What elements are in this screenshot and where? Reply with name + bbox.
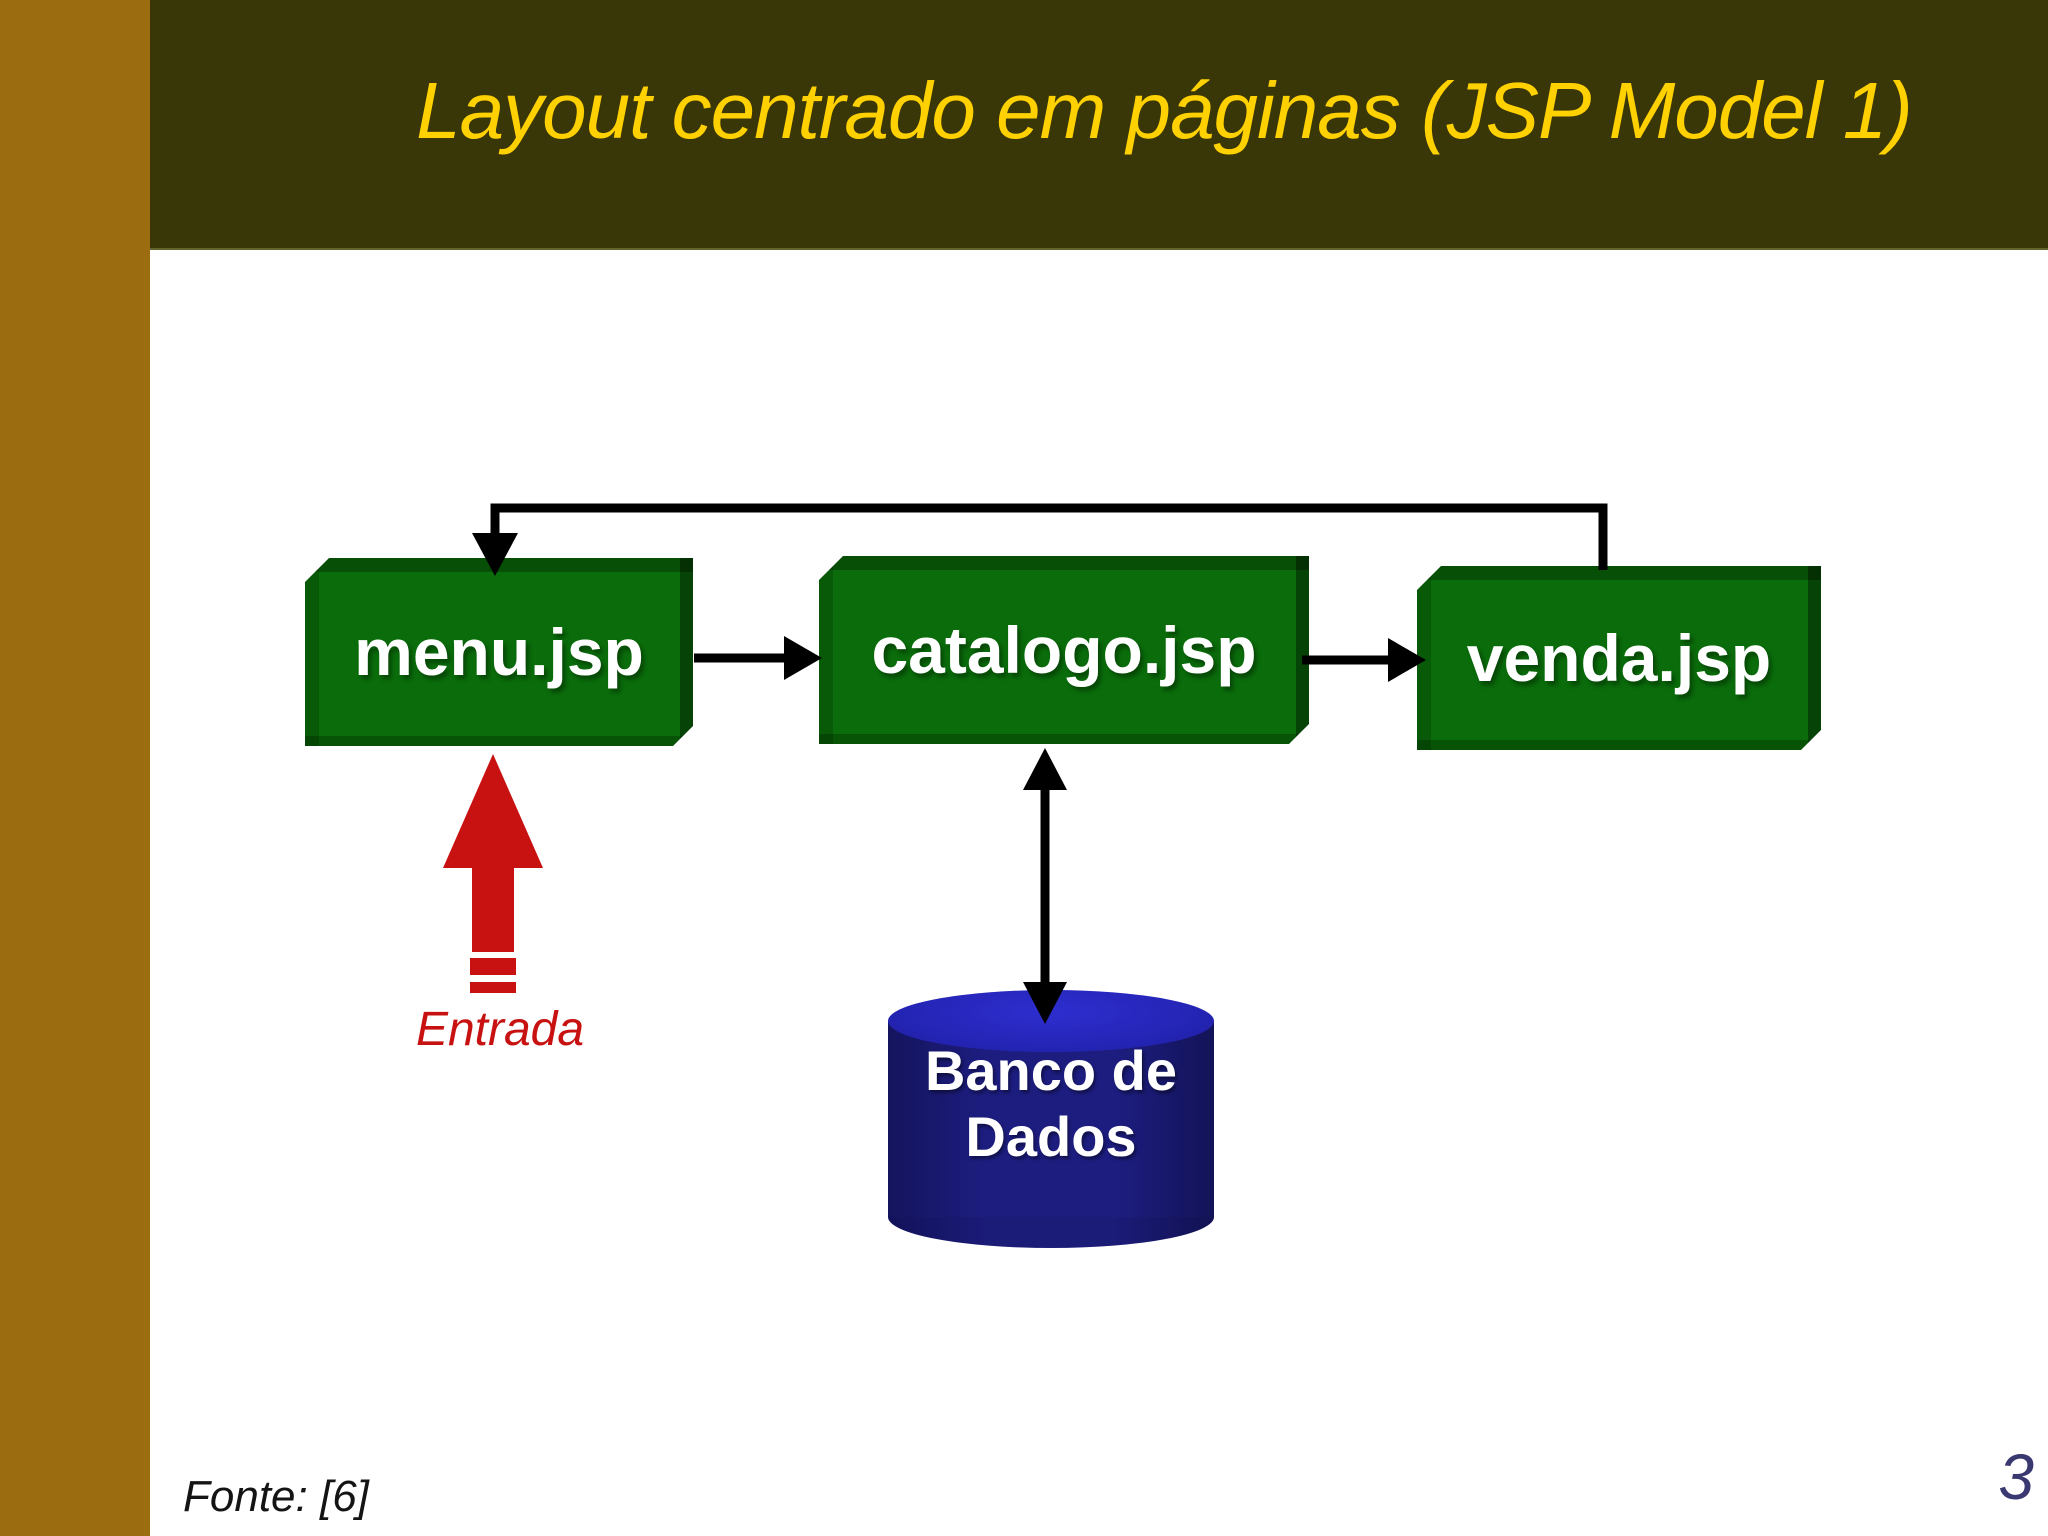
box-venda-label: venda.jsp	[1466, 621, 1772, 695]
box-venda-jsp: venda.jsp	[1417, 566, 1821, 750]
box-catalogo-jsp: catalogo.jsp	[819, 556, 1309, 744]
left-accent-bar	[0, 0, 150, 1536]
title-bar: Layout centrado em páginas (JSP Model 1)	[150, 0, 2048, 250]
box-catalogo-label: catalogo.jsp	[871, 613, 1257, 687]
cylinder-body	[888, 1021, 1214, 1217]
database-cylinder: Banco de Dados	[888, 990, 1214, 1248]
database-label-line2: Dados	[965, 1105, 1137, 1168]
source-note: Fonte: [6]	[183, 1472, 369, 1521]
page-number: 3	[1998, 1441, 2034, 1513]
box-menu-jsp: menu.jsp	[305, 558, 693, 746]
entry-arrow	[443, 754, 543, 993]
flow-arrow-catalogo-to-venda	[1302, 638, 1426, 682]
database-label-line1: Banco de	[924, 1039, 1178, 1102]
entry-label: Entrada	[415, 1003, 585, 1056]
slide-title: Layout centrado em páginas (JSP Model 1)	[416, 66, 1913, 155]
db-double-arrow	[1023, 748, 1067, 1024]
box-menu-label: menu.jsp	[354, 615, 644, 689]
flow-arrow-menu-to-catalogo	[694, 636, 822, 680]
database-label: Banco de Dados	[888, 1038, 1214, 1170]
